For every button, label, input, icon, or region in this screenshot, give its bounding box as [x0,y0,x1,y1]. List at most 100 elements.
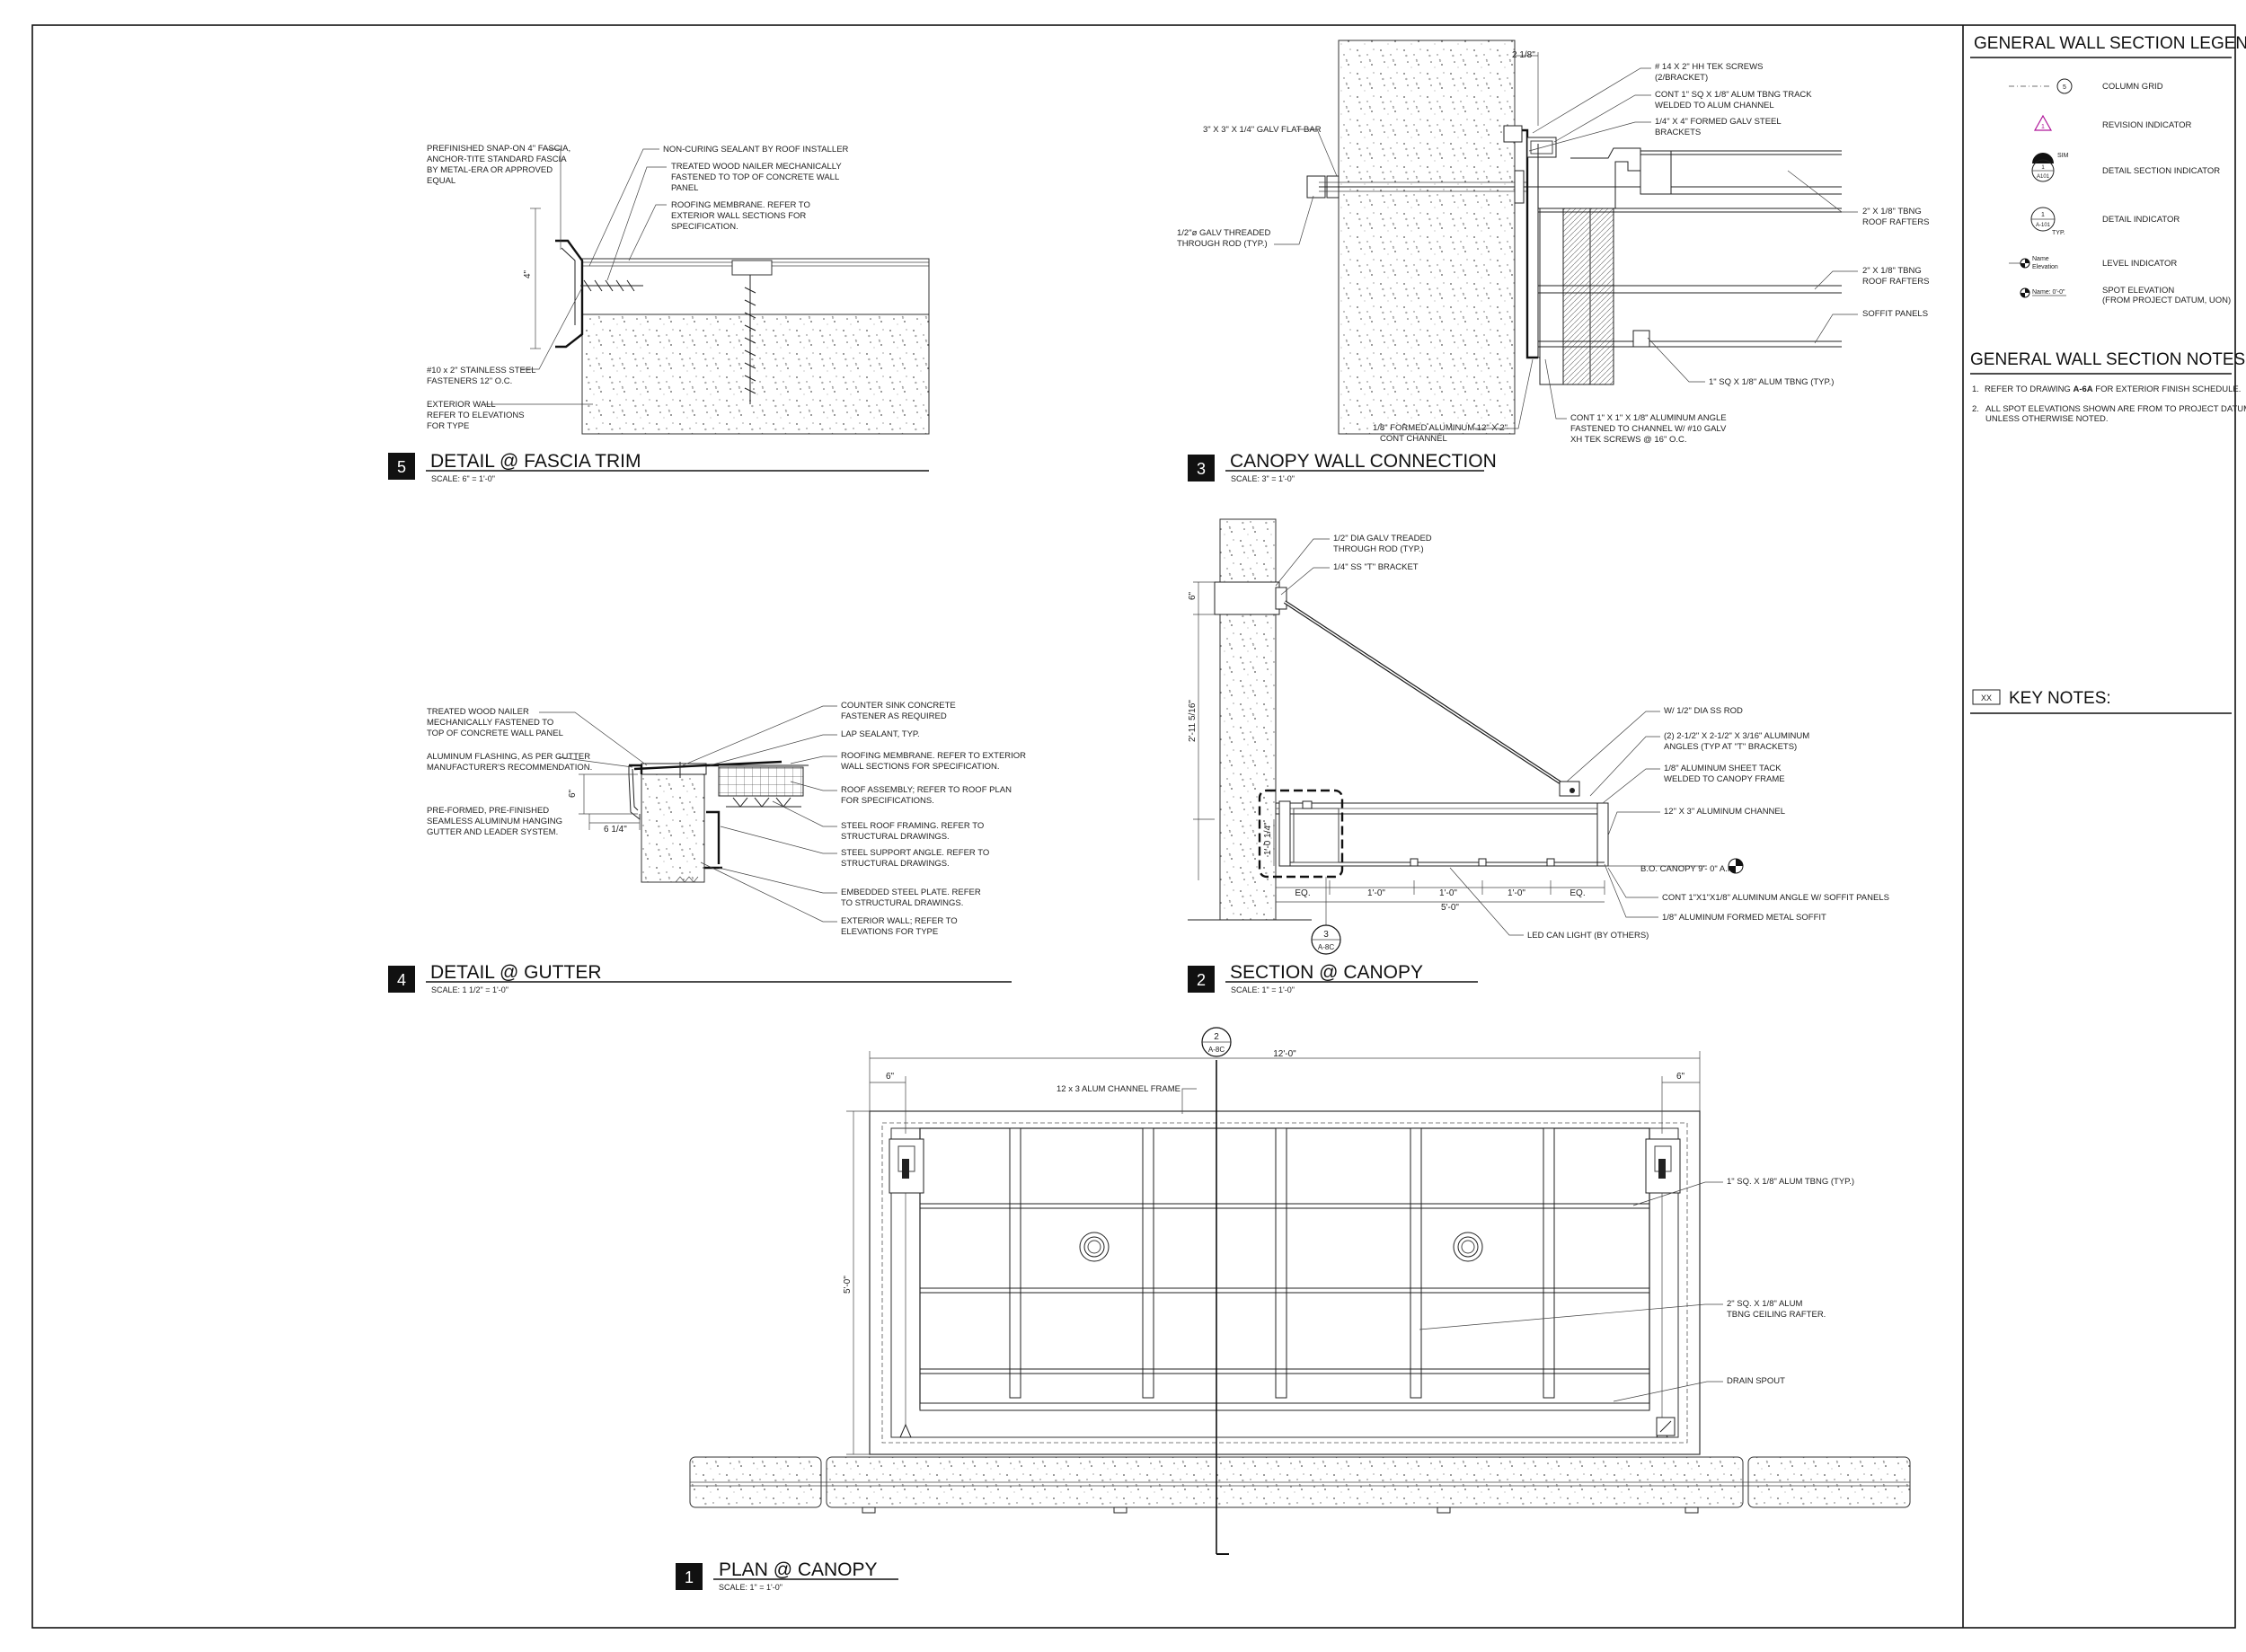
dim-right-offset: 6" [1676,1072,1685,1082]
dim-bracket-height: 6" [1188,591,1198,600]
note-p-channel-frame: 12 x 3 ALUM CHANNEL FRAME [1057,1084,1180,1094]
legend-column-grid-label: COLUMN GRID [2102,82,2163,92]
section-callout-3-sheet: A-8C [1318,943,1334,951]
legend-spot-tag: Name: 0'-0" [2032,289,2065,296]
steel-roof-deck [732,797,791,808]
sheet-border [31,24,2236,1629]
note-s-t-bracket: 1/4" SS "T" BRACKET [1333,562,1419,572]
dim-spacing-3: 1'-0" [1508,888,1525,898]
general-note-2: 2.ALL SPOT ELEVATIONS SHOWN ARE FROM TO … [1972,404,2246,424]
section-callout-2-number: 2 [1214,1032,1219,1042]
dim-gutter-depth: 6" [568,789,578,798]
detail-5-number: 5 [397,458,406,476]
dim-canopy-width: 12'-0" [1273,1049,1296,1059]
legend-title: GENERAL WALL SECTION LEGEND: [1974,34,2246,53]
legend-level-name: Name [2032,256,2049,262]
dim-channel-depth: 1'-0 1/4" [1263,822,1273,855]
legend-column-grid-tag: 5 [2063,84,2066,91]
detail-3-title: CANOPY WALL CONNECTION [1230,451,1497,472]
canopy-outer-frame [869,1110,1701,1455]
detail-2-section-canopy: 6" 2'-11 5/16" 1'-0 1/4" EQ. 1'-0" 1'-0"… [1188,518,1889,994]
legend-spot-elevation-symbol: Name: 0'-0" [2020,287,2066,298]
t-bracket-plan-left [889,1138,924,1438]
detail-3-scale: SCALE: 3" = 1'-0" [1231,474,1295,483]
dim-spacing-1: 1'-0" [1367,888,1385,898]
notes-title: GENERAL WALL SECTION NOTES: [1970,350,2246,369]
dim-left-offset: 6" [886,1072,895,1082]
detail-1-number: 1 [685,1568,694,1586]
note-s-channel: 12" X 3" ALUMINUM CHANNEL [1664,807,1785,817]
note-s-soffit: 1/8" ALUMINUM FORMED METAL SOFFIT [1662,913,1826,923]
detail-1-title: PLAN @ CANOPY [719,1559,878,1580]
legend-level-label: LEVEL INDICATOR [2102,259,2177,269]
detail-2-number: 2 [1197,971,1206,989]
dim-spacing-2: 1'-0" [1439,888,1457,898]
detail-2-number-badge [1188,966,1215,993]
detail-5-scale: SCALE: 6" = 1'-0" [431,474,495,483]
keynotes-title: KEY NOTES: [2009,689,2111,708]
detail-3-number-badge [1188,455,1215,481]
t-bracket-plan-right [1645,1138,1681,1438]
roof-assembly-insulation [718,766,804,797]
general-legend-panel: GENERAL WALL SECTION LEGEND: 5 COLUMN GR… [1970,34,2246,714]
detail-2-title: SECTION @ CANOPY [1230,962,1423,983]
formed-galv-bracket [1518,128,1538,359]
note-tek-screws: # 14 X 2" HH TEK SCREWS(2/BRACKET) [1655,62,1763,83]
dim-canopy-depth-plan: 5'-0" [843,1276,853,1294]
keynote-tag-box [1972,689,2001,705]
plan-wall [689,1456,1911,1514]
led-can-light-left [1079,1232,1110,1262]
legend-revision-label: REVISION INDICATOR [2102,120,2192,130]
detail-4-number-badge [388,966,415,993]
detail-3-canopy-wall-connection: 2 1/8" # 14 X 2" HH TEK SCREWS(2/BRACKET… [1177,40,1929,483]
legend-section-num: 1 [2041,165,2045,171]
ceiling-rafters [1009,1127,1555,1399]
detail-3-number: 3 [1197,460,1206,478]
dim-eq-left: EQ. [1295,888,1310,898]
detail-4-scale: SCALE: 1 1/2" = 1'-0" [431,985,508,994]
soffit-tubes [920,1203,1649,1374]
led-can-light-right [1453,1232,1483,1262]
legend-level-elev: Elevation [2032,264,2058,270]
legend-column-grid-symbol: 5 [2009,78,2073,94]
snap-on-fascia [555,239,584,349]
detail-5-number-badge [388,453,415,480]
roof-rafter-tube [1640,150,1672,195]
section-callout-3-number: 3 [1323,930,1329,940]
legend-level-indicator-symbol: Name Elevation [2009,256,2058,270]
legend-section-sim: SIM [2057,153,2069,159]
keynote-tag: XX [1981,693,1992,702]
legend-section-indicator-symbol: SIM 1 A101 [2031,153,2069,182]
note-sealant: NON-CURING SEALANT BY ROOF INSTALLER [663,145,849,155]
note-p-drain-spout: DRAIN SPOUT [1727,1376,1785,1386]
legend-detail-typ: TYP. [2052,230,2065,236]
legend-section-sheet: A101 [2037,174,2050,180]
t-bracket-top [1214,581,1280,615]
dim-rod-height: 2'-11 5/16" [1188,700,1198,742]
legend-detail-num: 1 [2041,212,2045,218]
general-note-1: 1.REFER TO DRAWING A-6A FOR EXTERIOR FIN… [1972,384,2241,394]
dim-fascia-height: 4" [523,269,533,278]
spot-elevation-canopy: B.O. CANOPY 9'- 0" A.F.F. [1640,864,1741,874]
detail-1-number-badge [676,1563,703,1590]
gutter-wall [641,773,705,883]
spot-elevation-marker [1728,858,1744,874]
legend-detail-indicator-symbol: 1 A-101 TYP. [2030,207,2065,236]
legend-revision-tag: 1 [2041,124,2045,130]
dim-bracket-offset: 2 1/8" [1512,50,1535,60]
